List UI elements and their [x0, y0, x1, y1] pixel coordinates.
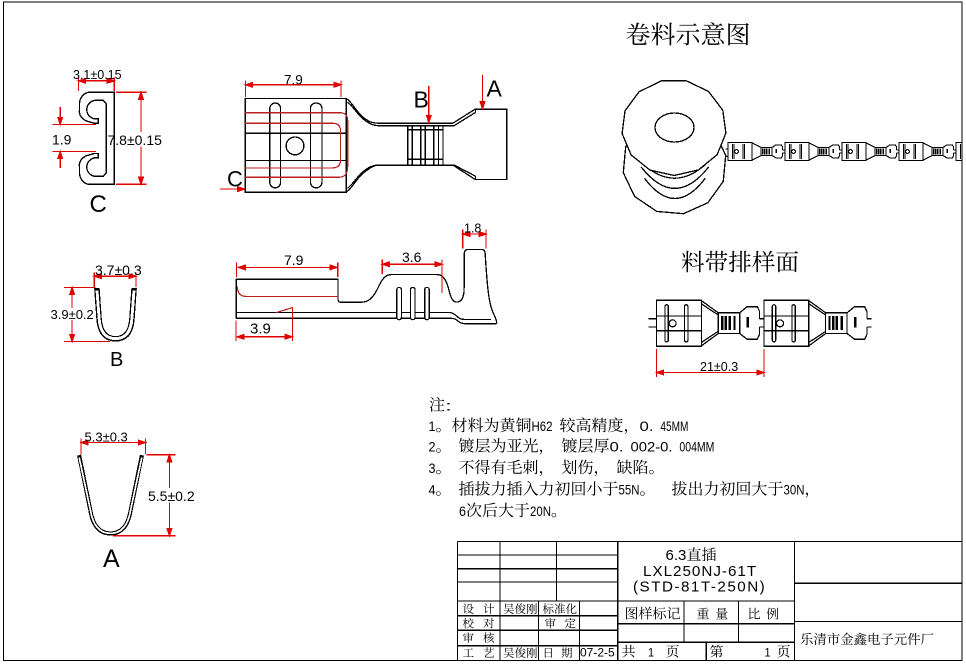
svg-text:1.8: 1.8	[464, 222, 481, 236]
svg-text:0.: 0.	[610, 439, 624, 455]
svg-text:B: B	[110, 349, 123, 371]
svg-text:4: 4	[429, 482, 436, 498]
svg-text:07-2-5: 07-2-5	[580, 646, 615, 660]
svg-text:6: 6	[459, 503, 466, 519]
svg-text:2: 2	[429, 439, 436, 455]
svg-text:3: 3	[429, 460, 436, 476]
svg-text:B: B	[414, 87, 429, 113]
svg-text:5.5±0.2: 5.5±0.2	[148, 488, 195, 504]
svg-text::: :	[445, 397, 452, 413]
svg-text:002-0.: 002-0.	[631, 439, 673, 455]
svg-text:004MM: 004MM	[679, 439, 714, 455]
svg-text:(STD-81T-250N): (STD-81T-250N)	[633, 579, 766, 596]
svg-text:0.: 0.	[640, 418, 654, 434]
svg-text:20N: 20N	[530, 503, 551, 519]
svg-text:H62: H62	[532, 418, 553, 434]
svg-text:C: C	[227, 167, 243, 192]
svg-text:1: 1	[765, 646, 771, 660]
svg-text:6.3: 6.3	[666, 547, 687, 564]
svg-text:45MM: 45MM	[660, 418, 688, 434]
svg-text:7.9: 7.9	[284, 252, 304, 268]
svg-text:A: A	[103, 545, 120, 573]
svg-text:3.6: 3.6	[402, 249, 422, 265]
svg-text:1.9: 1.9	[52, 132, 72, 148]
svg-text:21±0.3: 21±0.3	[700, 360, 738, 374]
svg-text:C: C	[90, 191, 107, 218]
svg-text:A: A	[487, 76, 503, 102]
svg-text:7.9: 7.9	[284, 73, 303, 88]
svg-text:1: 1	[648, 646, 654, 660]
svg-text:3.9: 3.9	[250, 321, 271, 338]
svg-text:3.7±0.3: 3.7±0.3	[95, 262, 142, 278]
svg-text:7.8±0.15: 7.8±0.15	[108, 132, 163, 148]
svg-text:3.9±0.2: 3.9±0.2	[51, 307, 94, 322]
svg-text:55N: 55N	[619, 482, 640, 498]
svg-text:30N: 30N	[784, 482, 805, 498]
svg-text:LXL250NJ-61T: LXL250NJ-61T	[643, 563, 757, 580]
svg-text:5.3±0.3: 5.3±0.3	[85, 430, 128, 445]
svg-text:3.1±0.15: 3.1±0.15	[73, 68, 122, 82]
svg-text:1: 1	[429, 418, 436, 434]
